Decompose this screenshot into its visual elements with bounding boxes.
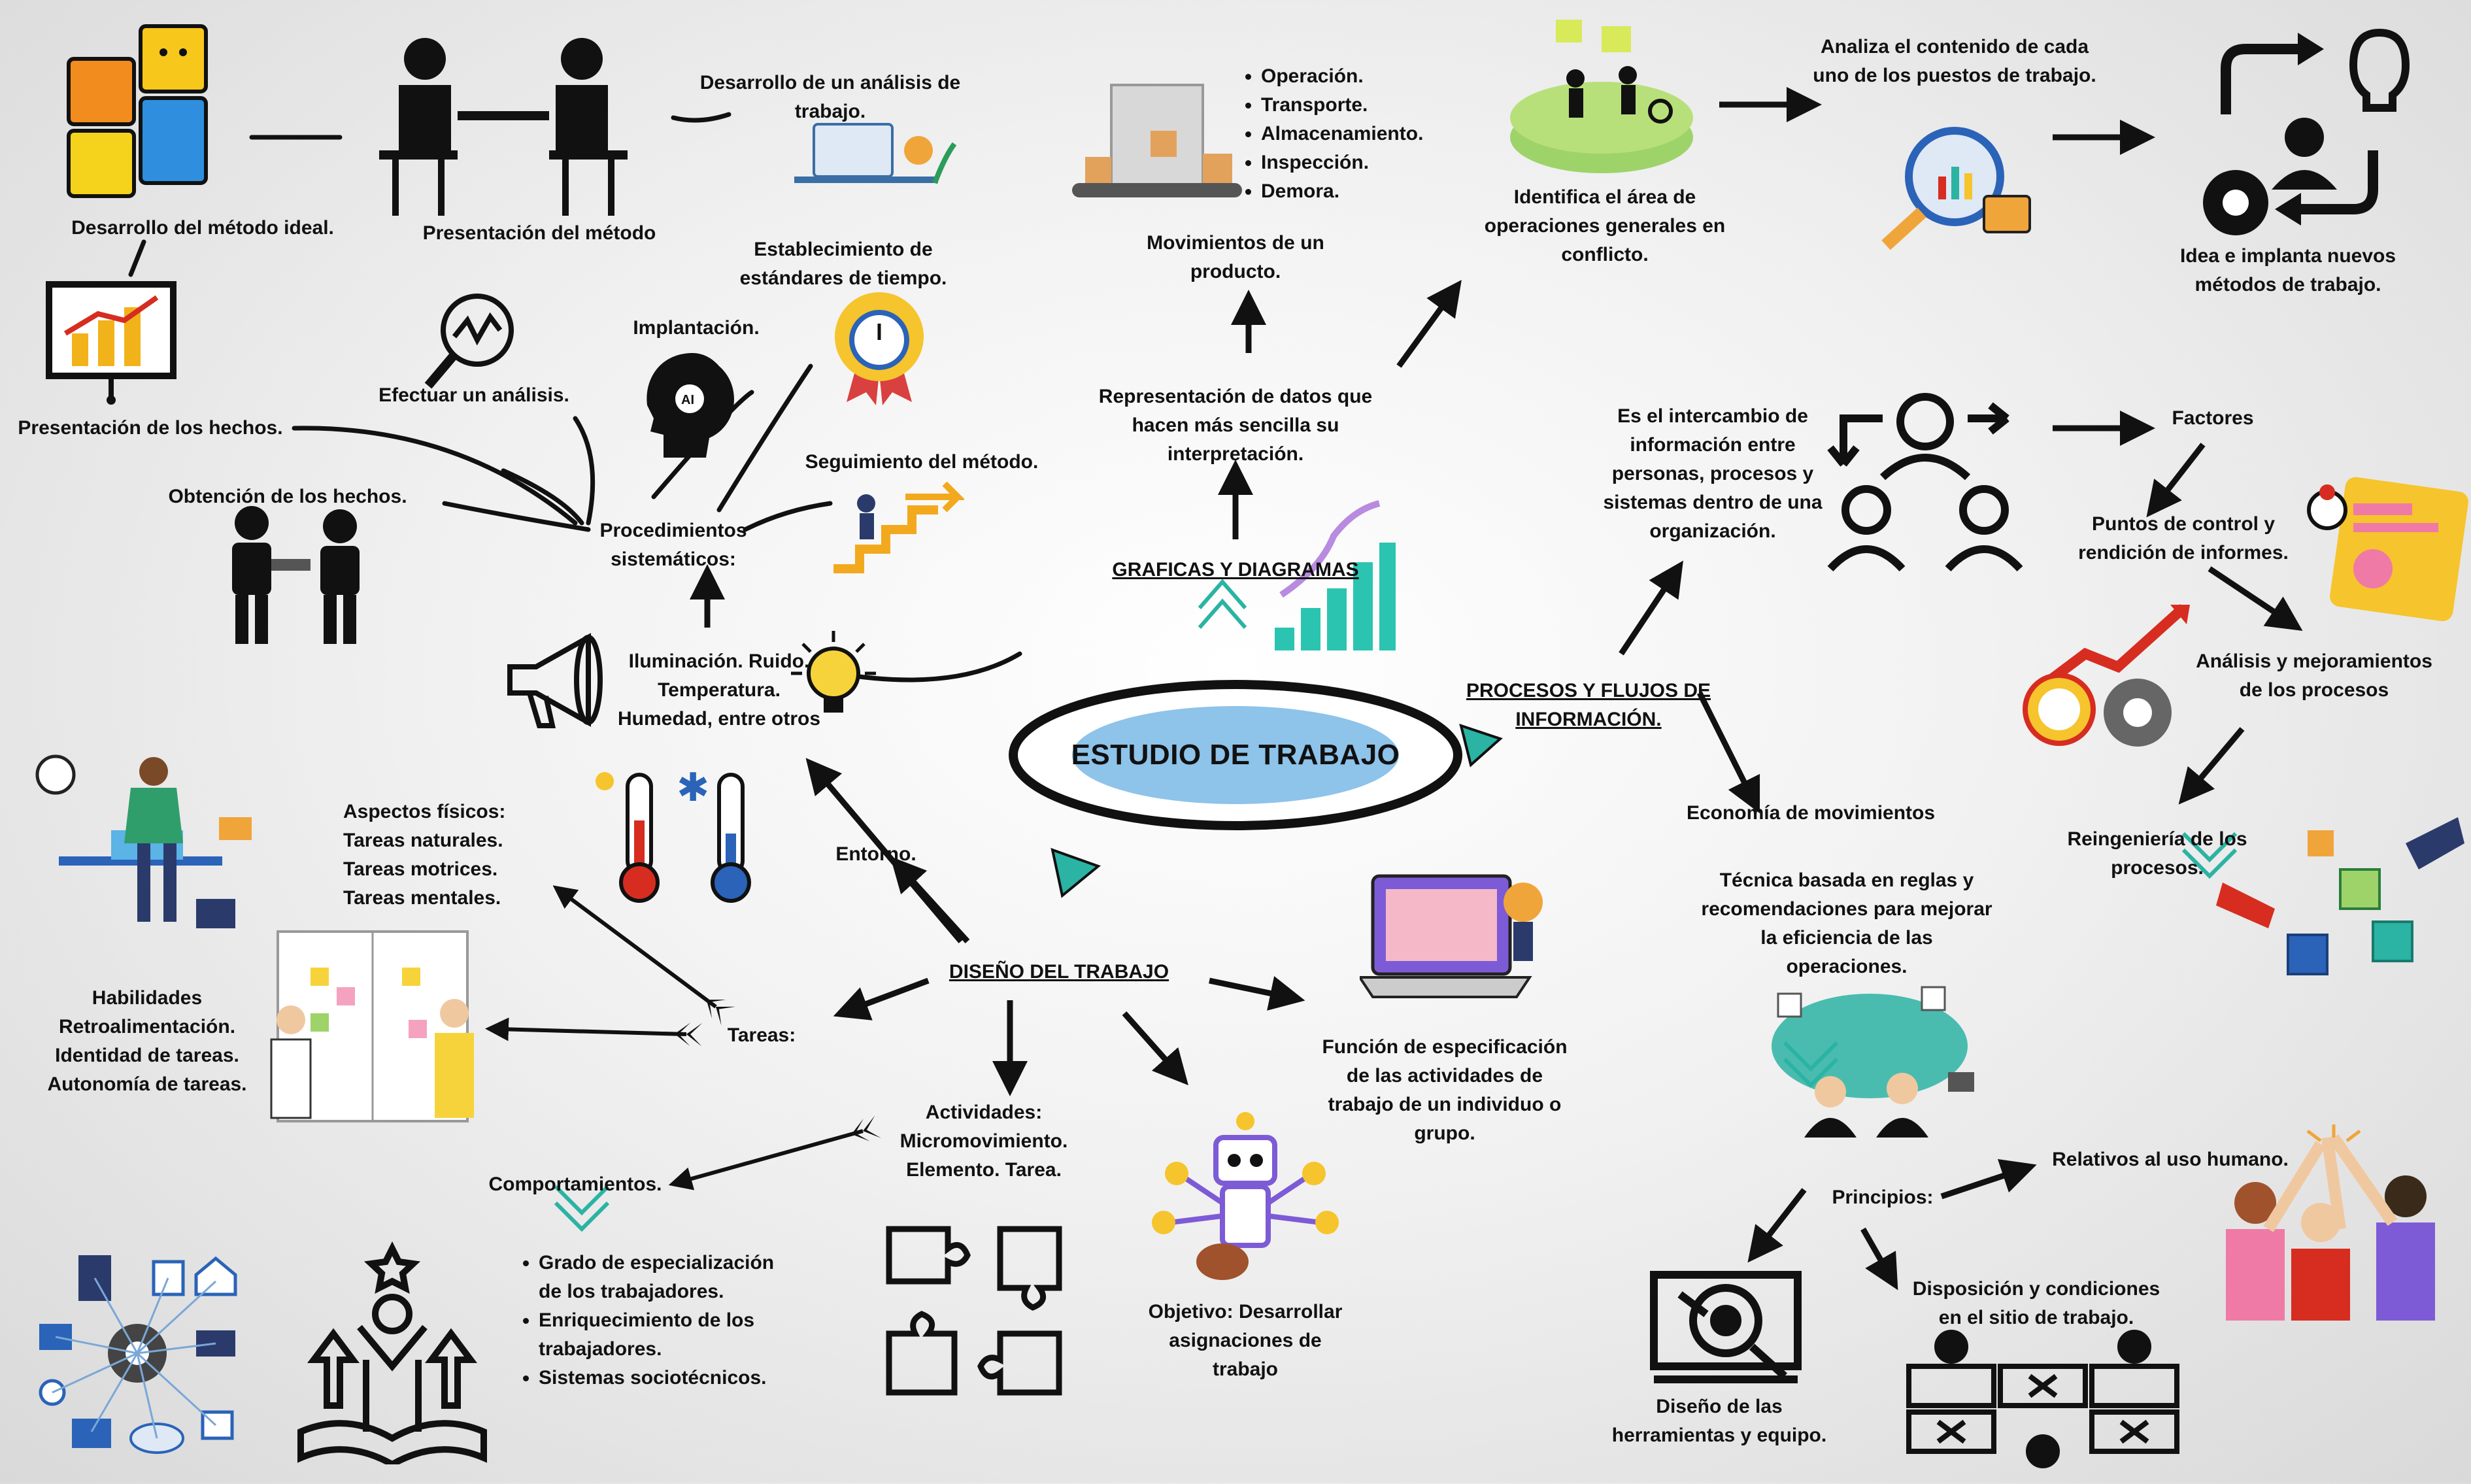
thermometer-hot-icon (588, 762, 667, 905)
label-comportamientos: Comportamientos. (488, 1173, 662, 1195)
label-identifica: Identifica el área de operaciones genera… (1484, 186, 1726, 265)
label-movimientos: Movimientos de un producto. (1147, 232, 1324, 282)
comportamientos-item: Grado de especialización de los trabajad… (539, 1249, 791, 1306)
magnifier-chart-icon (422, 291, 516, 396)
people-talking-icon (216, 503, 373, 647)
workplace-layout-icon (1902, 1327, 2183, 1481)
growth-book-icon (288, 1229, 497, 1468)
puzzle-icon (62, 13, 226, 209)
label-desarrollo-analisis: Desarrollo de un análisis de trabajo. (699, 72, 961, 122)
movimiento-item: Almacenamiento. (1261, 120, 1474, 148)
movimiento-item: Transporte. (1261, 91, 1474, 120)
comportamientos-item: Sistemas sociotécnicos. (539, 1364, 791, 1392)
label-puntos: Puntos de control y rendición de informe… (2078, 513, 2289, 564)
hands-puzzle-icon (869, 1203, 1085, 1419)
hands-puzzle-color-icon (2210, 804, 2464, 1000)
label-factores: Factores (2172, 407, 2254, 429)
label-presentacion-hechos: Presentación de los hechos. (18, 417, 283, 439)
highfive-people-icon (2190, 1124, 2458, 1327)
label-economia: Economía de movimientos (1686, 802, 1936, 824)
label-objetivo: Objetivo: Desarrollar asignaciones de tr… (1148, 1301, 1343, 1380)
gears-growth-icon (2020, 595, 2196, 752)
label-aspectos: Aspectos físicos: Tareas naturales. Tare… (343, 801, 506, 909)
central-title-node: ESTUDIO DE TRABAJO (1007, 680, 1464, 830)
comportamientos-item: Enriquecimiento de los trabajadores. (539, 1306, 791, 1364)
business-world-icon (1758, 974, 1981, 1138)
people-exchange-icon (1817, 386, 2033, 575)
analysis-desk-icon (788, 105, 958, 203)
comportamientos-list: Grado de especialización de los trabajad… (516, 1249, 791, 1392)
idea-cycle-icon (2164, 7, 2438, 248)
label-analisis-mej: Análisis y mejoramientos de los procesos (2196, 650, 2432, 701)
presentation-board-icon (46, 281, 176, 405)
lightbulb-icon (784, 628, 882, 726)
movimiento-item: Inspección. (1261, 148, 1474, 177)
label-analiza: Analiza el contenido de cada uno de los … (1813, 36, 2096, 86)
movimientos-list: Operación. Transporte. Almacenamiento. I… (1239, 62, 1474, 206)
thermometer-cold-icon: ✱ (673, 762, 771, 905)
meeting-people-icon (373, 33, 634, 222)
label-efectuar: Efectuar un análisis. (378, 384, 569, 406)
multitask-worker-icon (33, 745, 255, 935)
multitask-robot-icon (1124, 1111, 1366, 1294)
operations-area-icon (1504, 7, 1700, 177)
label-habilidades: Habilidades Retroalimentación. Identidad… (47, 987, 247, 1095)
label-idea: Idea e implanta nuevos métodos de trabaj… (2179, 245, 2396, 295)
label-tecnica: Técnica basada en reglas y recomendacion… (1701, 869, 1992, 977)
label-disposicion: Disposición y condiciones en el sitio de… (1912, 1278, 2160, 1328)
report-document-icon (2301, 471, 2471, 622)
label-procedimientos: Procedimientos sistemáticos: (599, 520, 747, 570)
label-funcion: Función de especificación de las activid… (1322, 1036, 1568, 1144)
label-entorno-items: Iluminación. Ruido. Temperatura. Humedad… (617, 650, 821, 730)
label-seguimiento: Seguimiento del método. (805, 451, 1039, 473)
label-intercambio: Es el intercambio de información entre p… (1603, 405, 1823, 542)
central-title: ESTUDIO DE TRABAJO (1071, 739, 1400, 771)
bar-chart-icon (1268, 497, 1399, 654)
label-implantacion: Implantación. (633, 317, 760, 339)
ai-head-icon: AI (634, 346, 752, 464)
label-presentacion-metodo: Presentación del método (422, 222, 656, 244)
movimiento-item: Demora. (1261, 177, 1474, 206)
movimiento-item: Operación. (1261, 62, 1474, 91)
conveyor-icon (1072, 72, 1242, 222)
label-obtencion: Obtención de los hechos. (168, 486, 407, 507)
label-entorno: Entorno. (835, 843, 916, 865)
label-relativos: Relativos al uso humano. (2052, 1149, 2289, 1170)
svg-text:AI: AI (681, 393, 694, 407)
kanban-board-icon (258, 928, 487, 1124)
label-desarrollo-ideal: Desarrollo del método ideal. (71, 217, 334, 239)
network-icons (26, 1242, 248, 1464)
label-diseno: DISEÑO DEL TRABAJO (949, 961, 1169, 983)
label-establecimiento: Establecimiento de estándares de tiempo. (739, 239, 947, 289)
tool-design-icon (1641, 1249, 1811, 1392)
laptop-media-icon (1357, 863, 1556, 1013)
label-principios: Principios: (1832, 1187, 1934, 1208)
label-reingenieria: Reingeniería de los procesos. (2067, 828, 2247, 879)
label-procesos: PROCESOS Y FLUJOS DE INFORMACIÓN. (1466, 680, 1711, 730)
label-actividades: Actividades: Micromovimiento. Elemento. … (899, 1102, 1068, 1181)
stopwatch-badge-icon (830, 288, 928, 405)
label-diseno-herr: Diseño de las herramientas y equipo. (1611, 1396, 1827, 1446)
stairs-growth-icon (827, 477, 966, 575)
megaphone-icon (497, 628, 614, 732)
label-graficas: GRAFICAS Y DIAGRAMAS (1112, 559, 1359, 581)
label-tareas: Tareas: (727, 1024, 796, 1046)
svg-text:✱: ✱ (677, 766, 709, 809)
magnifier-puesto-icon (1870, 118, 2033, 255)
label-representacion: Representación de datos que hacen más se… (1098, 386, 1373, 465)
